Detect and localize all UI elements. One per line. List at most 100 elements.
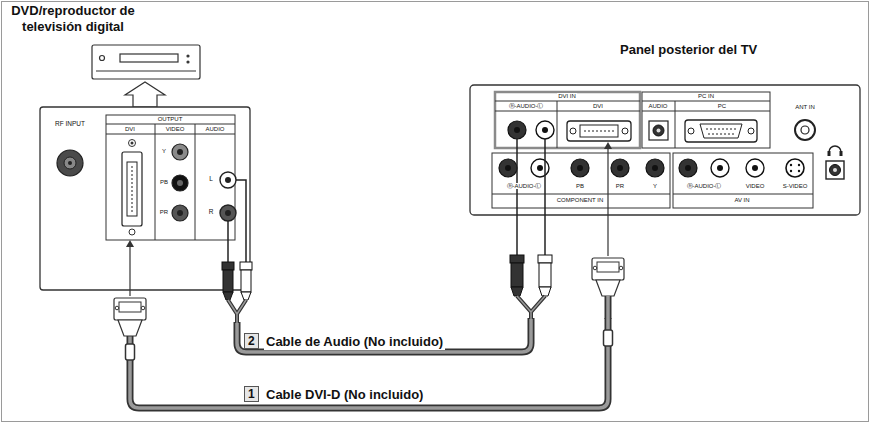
rca-plug: [223, 270, 233, 292]
player-back-panel: [172, 205, 188, 221]
jack-label: R: [208, 209, 215, 216]
rca-plug: [228, 300, 246, 323]
player-back-panel: [220, 205, 236, 221]
dvi-plug: [118, 320, 142, 336]
player-back-panel: [155, 124, 156, 240]
dvi-plug: [114, 240, 146, 360]
tv-back-panel: [673, 153, 813, 208]
tv-back-panel: [514, 127, 520, 133]
tv-back-panel: [495, 101, 640, 102]
port-label: VIDEO: [165, 126, 186, 132]
dvi-plug: [126, 240, 134, 247]
port-label: ANT IN: [794, 104, 816, 110]
player-back-panel: [225, 210, 231, 216]
port-label: Ⓡ-AUDIO-Ⓛ: [506, 183, 543, 189]
tv-back-panel: [470, 85, 860, 215]
port-label: Ⓡ-AUDIO-Ⓛ: [508, 103, 545, 109]
rca-plug: [510, 139, 552, 319]
tv-back-panel: [653, 125, 664, 136]
dvi-plug: [114, 298, 146, 320]
tv-back-panel: [499, 159, 517, 177]
rca-plug: [228, 300, 246, 323]
tv-back-panel: [790, 164, 792, 166]
cable: [130, 318, 608, 408]
dvi-plug: [592, 258, 624, 280]
device-node: DVD/reproductor de televisión digital: [3, 3, 250, 322]
player-back-panel: [122, 152, 142, 226]
dvi-plug: [604, 330, 613, 346]
device-heading: Panel posterior del TV: [620, 42, 757, 58]
player-back-panel: [131, 142, 134, 145]
tv-back-panel: [567, 121, 631, 141]
player-back-panel: [132, 166, 133, 212]
dvi-plug: [592, 142, 624, 346]
tv-back-panel: [673, 194, 813, 195]
tv-back-panel: [642, 101, 770, 102]
tv-back-panel: [580, 125, 618, 137]
tv-back-panel: [642, 92, 770, 148]
port-label: RF INPUT: [54, 121, 86, 128]
dvi-plug: [593, 266, 597, 270]
tv-back-panel: [711, 159, 729, 177]
rca-plug: [241, 270, 251, 292]
rca-plug: [517, 296, 545, 319]
tv-back-panel: [537, 165, 543, 171]
rca-plug: [241, 292, 251, 300]
dvi-plug: [604, 142, 612, 149]
player-back-panel: [127, 162, 137, 216]
player-back-panel: [106, 124, 235, 125]
section-label: AV IN: [733, 197, 750, 203]
dvi-plug: [141, 306, 145, 310]
port-label: S-VIDEO: [782, 183, 809, 189]
player-back-panel: [172, 175, 188, 191]
port-label: Ⓡ-AUDIO-Ⓛ: [686, 183, 723, 189]
rca-plug: [510, 255, 524, 263]
tv-back-panel: [829, 146, 841, 152]
rca-plug: [517, 296, 545, 319]
tv-back-panel: [840, 151, 843, 156]
device-node: Panel posterior del TV: [470, 38, 860, 318]
tv-back-panel: [536, 121, 554, 139]
dvd-player: [100, 56, 105, 61]
rca-plug: [227, 221, 229, 262]
dvd-player: [187, 61, 189, 63]
tv-back-panel: [826, 161, 844, 179]
player-back-panel: [40, 107, 250, 290]
port-label: AUDIO: [647, 103, 668, 109]
tv-back-panel: [611, 159, 629, 177]
rca-plug: [539, 287, 551, 296]
tv-back-panel: [706, 129, 736, 130]
tv-back-panel: [717, 165, 723, 171]
dvi-plug: [596, 280, 620, 296]
tv-back-panel: [622, 128, 628, 134]
tv-back-panel: [830, 165, 841, 176]
player-back-panel: [195, 124, 196, 240]
dvi-plug: [605, 296, 612, 319]
dvi-plug: [607, 149, 608, 256]
tv-back-panel: [746, 159, 764, 177]
tv-back-panel: [505, 165, 511, 171]
tv-back-panel: [531, 159, 549, 177]
player-back-panel: [177, 210, 183, 216]
tv-back-panel: [798, 164, 800, 166]
tv-back-panel: [492, 194, 670, 195]
callout-number: 2: [244, 333, 259, 349]
tv-back-panel: [798, 170, 800, 172]
rca-plug: [539, 263, 551, 287]
jack-label: PR: [615, 183, 625, 189]
dvd-player: [92, 45, 200, 79]
tv-back-panel: [470, 85, 860, 215]
port-label: VIDEO: [745, 183, 766, 189]
cable-label: Cable de Audio (No incluido): [264, 334, 445, 350]
tv-back-panel: [708, 134, 734, 135]
player-back-panel: [220, 172, 236, 188]
player-back-panel: [129, 140, 136, 147]
jack-label: Y: [161, 148, 167, 154]
tv-back-panel: [542, 127, 548, 133]
tv-back-panel: [570, 128, 576, 134]
section-label: OUTPUT: [157, 116, 184, 122]
